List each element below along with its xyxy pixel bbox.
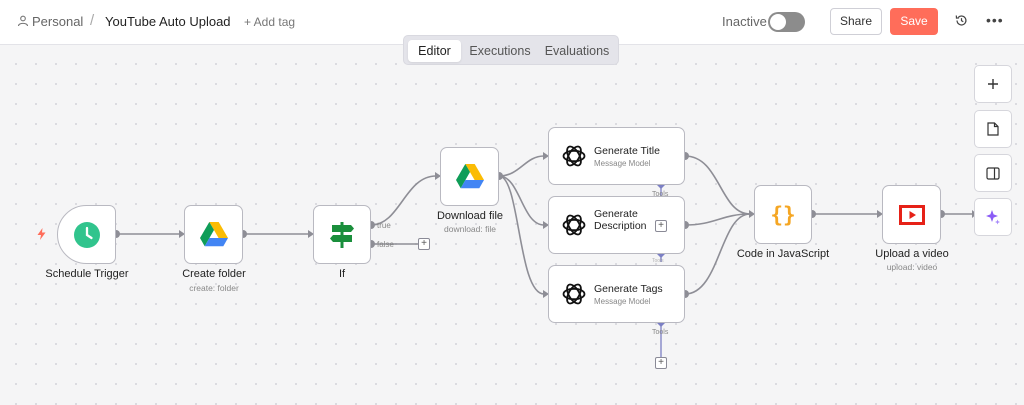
node-generate-description[interactable]: Generate Description + [548, 196, 685, 254]
node-download-file[interactable] [440, 147, 499, 206]
tools-label-title: Tools [652, 191, 669, 198]
openai-icon [562, 283, 586, 305]
input-handle-desc [543, 221, 549, 229]
edge-tags-code [684, 213, 751, 295]
input-handle-code [749, 210, 755, 218]
node-sub-create-folder: create: folder [189, 283, 239, 293]
clock-icon [73, 221, 100, 248]
active-status-label: Inactive [722, 14, 767, 29]
node-sub-download-file: download: file [444, 224, 496, 234]
tab-executions[interactable]: Executions [469, 44, 531, 58]
google-drive-icon [199, 222, 228, 247]
input-handle-if [308, 230, 314, 238]
edge-if-download [370, 175, 437, 226]
node-label-upload-video: Upload a video [875, 248, 949, 260]
signpost-icon [330, 221, 354, 248]
add-tag-link[interactable]: + Add tag [244, 15, 296, 29]
view-tabs: Editor Executions Evaluations [403, 35, 619, 65]
breadcrumb-separator: / [90, 12, 95, 29]
plus-icon [988, 79, 998, 89]
document-icon [987, 122, 999, 136]
node-sub-generate-tags: Message Model [594, 297, 651, 306]
input-handle-title [543, 152, 549, 160]
node-sub-generate-title: Message Model [594, 159, 651, 168]
share-button[interactable]: Share [830, 8, 882, 35]
input-handle-folder [179, 230, 185, 238]
breadcrumb-personal[interactable]: Personal [32, 14, 84, 29]
node-code-javascript[interactable]: {} [754, 185, 812, 244]
toggle-knob [770, 14, 786, 30]
input-handle-download [435, 172, 441, 180]
node-label-download-file: Download file [436, 210, 504, 222]
toggle-panel-button[interactable] [974, 154, 1012, 192]
youtube-icon [898, 204, 925, 225]
node-title-generate-description-2: Description [594, 220, 647, 232]
node-label-schedule-trigger: Schedule Trigger [45, 268, 129, 280]
workflow-title[interactable]: YouTube Auto Upload [105, 14, 231, 29]
add-tool-button[interactable]: + [655, 220, 667, 232]
trigger-bolt-icon [37, 228, 46, 240]
node-upload-video[interactable] [882, 185, 941, 244]
node-title-generate-tags: Generate Tags [594, 283, 663, 295]
edge-title-code [684, 155, 751, 215]
node-title-generate-title: Generate Title [594, 145, 660, 157]
more-options-icon[interactable]: ••• [986, 12, 1004, 28]
node-create-folder[interactable] [184, 205, 243, 264]
ai-assistant-button[interactable] [974, 198, 1012, 236]
node-schedule-trigger[interactable] [57, 205, 116, 264]
save-button[interactable]: Save [890, 8, 938, 35]
node-label-if: If [338, 268, 346, 280]
sticky-note-button[interactable] [974, 110, 1012, 148]
openai-icon [562, 214, 586, 236]
google-drive-icon [455, 164, 484, 189]
tools-label-tags: Tools [652, 329, 669, 336]
input-handle-tags [543, 290, 549, 298]
node-generate-tags[interactable]: Generate Tags Message Model [548, 265, 685, 323]
add-tool-tags-button[interactable]: + [655, 357, 667, 369]
active-toggle[interactable] [768, 12, 805, 32]
edge-label-true: true [377, 221, 391, 230]
edge-desc-code [684, 213, 751, 226]
input-handle-upload [877, 210, 883, 218]
person-icon [17, 15, 29, 27]
edge-label-false: false [377, 240, 394, 249]
edge-download-title [498, 155, 545, 177]
sparkle-icon [986, 210, 1000, 225]
tools-label-description: Tools [652, 258, 664, 264]
add-node-button[interactable] [974, 65, 1012, 103]
node-generate-title[interactable]: Generate Title Message Model [548, 127, 685, 185]
openai-icon [562, 145, 586, 167]
edge-download-tags [498, 175, 545, 295]
tab-editor[interactable]: Editor [408, 40, 461, 62]
history-icon[interactable] [955, 14, 968, 27]
add-node-false-button[interactable]: + [418, 238, 430, 250]
node-if[interactable] [313, 205, 371, 264]
node-title-generate-description-1: Generate [594, 208, 638, 220]
node-label-code: Code in JavaScript [736, 248, 830, 260]
code-braces-icon: {} [770, 202, 796, 227]
node-sub-upload-video: upload: video [886, 262, 938, 272]
edge-download-desc [498, 175, 545, 226]
tab-evaluations[interactable]: Evaluations [544, 44, 610, 58]
node-label-create-folder: Create folder [182, 268, 246, 280]
panel-icon [986, 166, 1000, 180]
